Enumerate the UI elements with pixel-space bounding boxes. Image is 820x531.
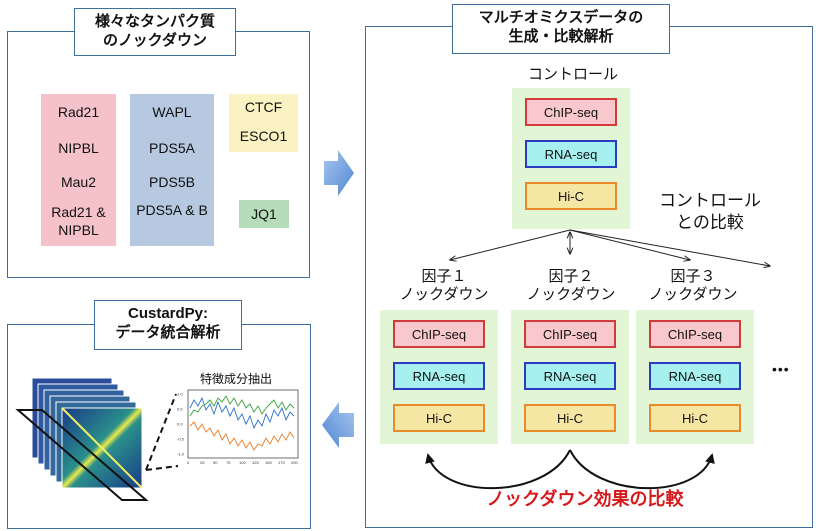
protein-label: Mau2 [60,174,97,190]
protein-label: PDS5A [149,140,195,156]
protein-label: Rad21 [57,104,100,120]
zoom-line [145,393,177,471]
more-factors-ellipsis: ••• [772,361,790,377]
factor1-sample-panel: ChIP-seq RNA-seq Hi-C [380,310,498,444]
plot-y-tick-label: 0.5 [177,407,183,412]
compare-with-control-label: コントロール との比較 [650,190,770,234]
effect-arrow-left [425,449,571,490]
rnaseq-box: RNA-seq [649,362,741,390]
factor3-name: 因子３ [670,268,716,285]
plot-x-tick-label: 100 [239,460,246,465]
plot-y-tick-label: -0.5 [177,437,185,442]
chipseq-box: ChIP-seq [649,320,741,348]
protein-label: WAPL [152,104,192,120]
plot-x-tick-label: 0 [187,460,190,465]
cohesin-release-group: WAPL PDS5A PDS5B PDS5A & B [130,94,214,246]
plot-x-tick-label: 25 [200,460,205,465]
custardpy-title-line1: CustardPy: [127,305,209,322]
protein-label: CTCF [244,99,283,115]
chipseq-box: ChIP-seq [525,98,617,126]
plot-frame [187,389,299,459]
series-orange [189,421,295,451]
left-arrow-icon [322,402,354,448]
arrow-to-more [569,229,770,266]
factor1-knockdown: ノックダウン [399,286,489,303]
series-green [189,395,295,417]
plot-x-tick-label: 75 [226,460,231,465]
plot-x-tick-label: 125 [252,460,259,465]
hic-box: Hi-C [393,404,485,432]
rnaseq-box: RNA-seq [525,140,617,168]
factor1-name: 因子１ [421,268,467,285]
custardpy-title-line2: データ統合解析 [115,324,221,341]
ctcf-group: CTCF ESCO1 [229,94,298,152]
multiomics-title-line2: 生成・比較解析 [508,28,614,45]
hic-box: Hi-C [649,404,741,432]
arrow-to-factor3 [569,229,690,260]
factor2-sample-panel: ChIP-seq RNA-seq Hi-C [511,310,629,444]
protein-label: PDS5A & B [136,202,208,218]
chipseq-box: ChIP-seq [524,320,616,348]
chipseq-box: ChIP-seq [393,320,485,348]
plot-x-tick-label: 175 [278,460,285,465]
hic-box: Hi-C [524,404,616,432]
plot-y-tick-label: 1.0 [177,392,183,397]
knockdown-panel-title: 様々なタンパク質 のノックダウン [74,8,236,56]
knockdown-title-line1: 様々なタンパク質 [94,13,215,30]
series-blue [189,396,295,430]
multiomics-panel-title: マルチオミクスデータの 生成・比較解析 [452,4,670,54]
hic-matrix-stack [15,377,179,501]
factor2-name: 因子２ [548,268,594,285]
jq1-group: JQ1 [239,200,289,228]
plot-x-tick-label: 200 [291,460,298,465]
protein-label: Rad21 & [51,204,106,220]
plot-x-tick-label: 50 [213,460,218,465]
hic-box: Hi-C [525,182,617,210]
factor3-label: 因子３ ノックダウン [633,268,753,304]
knockdown-title-line2: のノックダウン [102,32,208,49]
factor2-knockdown: ノックダウン [526,286,616,303]
factor1-label: 因子１ ノックダウン [384,268,504,304]
slice-plane [15,409,149,501]
feature-plot: 1.0 0.5 0.0 -0.5 -1.0 0 25 50 75 100 125 150 175 200 [177,389,299,465]
cohesin-loader-group: Rad21 NIPBL Mau2 Rad21 & NIPBL [41,94,116,246]
feature-extraction-label: 特徴成分抽出 [199,372,272,386]
plot-x-tick-label: 150 [265,460,272,465]
plot-y-tick-label: 0.0 [177,422,183,427]
custardpy-panel-title: CustardPy: データ統合解析 [94,300,242,350]
knockdown-effect-label: ノックダウン効果の比較 [486,489,684,509]
effect-arrow-right [569,449,715,490]
protein-label: NIPBL [58,140,99,156]
protein-label: PDS5B [149,174,195,190]
multiomics-title-line1: マルチオミクスデータの [478,9,644,26]
factor3-knockdown: ノックダウン [648,286,738,303]
factor2-label: 因子２ ノックダウン [511,268,631,304]
rnaseq-box: RNA-seq [393,362,485,390]
arrow-to-factor1 [450,229,571,260]
plot-y-tick-label: -1.0 [177,452,185,457]
protein-label: NIPBL [58,222,99,238]
factor3-sample-panel: ChIP-seq RNA-seq Hi-C [636,310,754,444]
control-sample-panel: ChIP-seq RNA-seq Hi-C [512,88,630,229]
right-arrow-icon [324,150,354,196]
plot-x-ticks: 0 25 50 75 100 125 150 175 200 [187,460,298,465]
compare-label-line1: コントロール [659,191,761,210]
plot-y-ticks: 1.0 0.5 0.0 -0.5 -1.0 [177,392,185,457]
control-label: コントロール [527,66,618,83]
zoom-line [145,465,179,471]
protein-label: ESCO1 [239,128,288,144]
hic-diagonal [61,407,143,489]
protein-label: JQ1 [251,206,277,222]
compare-label-line2: との比較 [676,213,744,232]
rnaseq-box: RNA-seq [524,362,616,390]
